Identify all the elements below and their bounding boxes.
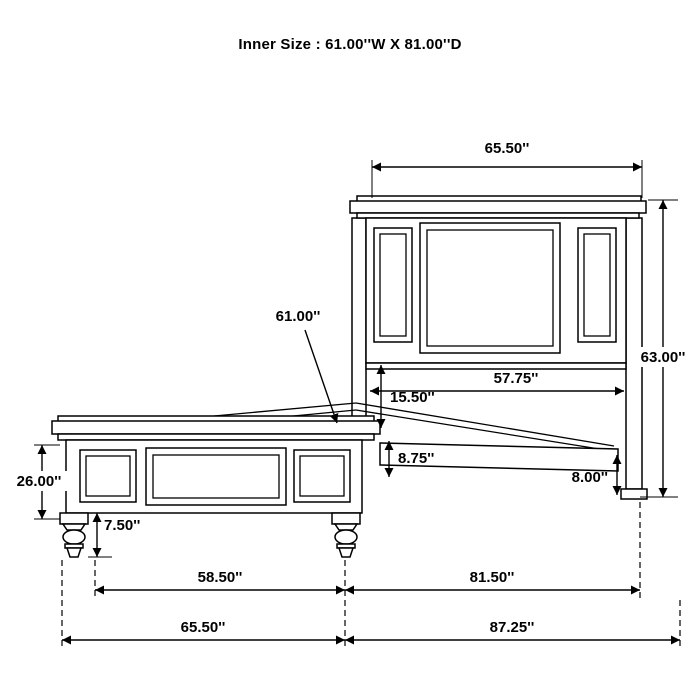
- dim-headboard-bottom-gap: 15.50'': [376, 365, 435, 428]
- dim-inner-width: 61.00'': [276, 308, 339, 424]
- headboard-cap: [349, 200, 647, 214]
- headboard-right-panel-inner: [583, 233, 611, 337]
- headboard-left-post: [351, 217, 367, 426]
- dim-label-rail-floor-clearance: 8.00'': [572, 469, 608, 486]
- headboard-end-rail-bottom: [355, 409, 619, 453]
- far-rail-top-edge: [213, 402, 357, 417]
- headboard-left-panel-inner: [379, 233, 407, 337]
- dim-rail-height: 8.75'': [384, 441, 434, 477]
- footboard: [51, 415, 381, 558]
- dim-label-footboard-width: 65.50'': [181, 619, 226, 636]
- dim-label-rail-height: 8.75'': [398, 450, 434, 467]
- dim-headboard-inner-width: 57.75'': [370, 370, 624, 396]
- dim-footboard-width: 65.50'': [62, 619, 345, 645]
- headboard: [349, 195, 648, 500]
- dim-label-headboard-height: 63.00'': [641, 349, 686, 366]
- dim-label-footboard-inner-span: 58.50'': [198, 569, 243, 586]
- dim-rail-span: 81.50'': [345, 569, 640, 595]
- footboard-cap-molding: [57, 433, 375, 441]
- dim-headboard-height: 63.00'': [630, 199, 696, 498]
- footboard-left-panel-inner: [85, 455, 131, 497]
- dim-label-headboard-bottom-gap: 15.50'': [390, 389, 435, 406]
- footboard-center-panel-inner: [152, 454, 280, 499]
- dim-headboard-top-width: 65.50'': [371, 140, 643, 198]
- headboard-center-panel: [419, 222, 561, 354]
- footboard-right-panel-inner: [299, 455, 345, 497]
- diagram-title: Inner Size : 61.00''W X 81.00''D: [238, 36, 462, 53]
- dim-overall-depth: 87.25'': [345, 619, 680, 645]
- footboard-left-panel: [79, 449, 137, 503]
- footboard-right-panel: [293, 449, 351, 503]
- headboard-end-rail-top: [355, 402, 615, 447]
- headboard-center-panel-inner: [426, 229, 554, 347]
- dim-label-overall-depth: 87.25'': [490, 619, 535, 636]
- footboard-cap: [51, 420, 381, 435]
- footboard-left-leg: [59, 512, 89, 558]
- dim-label-headboard-inner-width: 57.75'': [494, 370, 539, 387]
- dim-label-headboard-top-width: 65.50'': [485, 140, 530, 157]
- dim-label-rail-span: 81.50'': [470, 569, 515, 586]
- projection-lines: [61, 502, 681, 648]
- footboard-right-leg: [331, 512, 361, 558]
- dim-footboard-height: 26.00'': [8, 444, 71, 520]
- dim-footboard-leg-height: 7.50'': [88, 512, 140, 558]
- dim-label-footboard-leg-height: 7.50'': [104, 517, 140, 534]
- dim-footboard-inner-span: 58.50'': [95, 569, 345, 595]
- headboard-bottom-rail: [365, 362, 627, 370]
- dim-rail-floor-clearance: 8.00'': [572, 455, 622, 495]
- dim-label-footboard-height: 26.00'': [17, 473, 62, 490]
- footboard-center-panel: [145, 447, 287, 506]
- dim-label-inner-width: 61.00'': [276, 308, 321, 325]
